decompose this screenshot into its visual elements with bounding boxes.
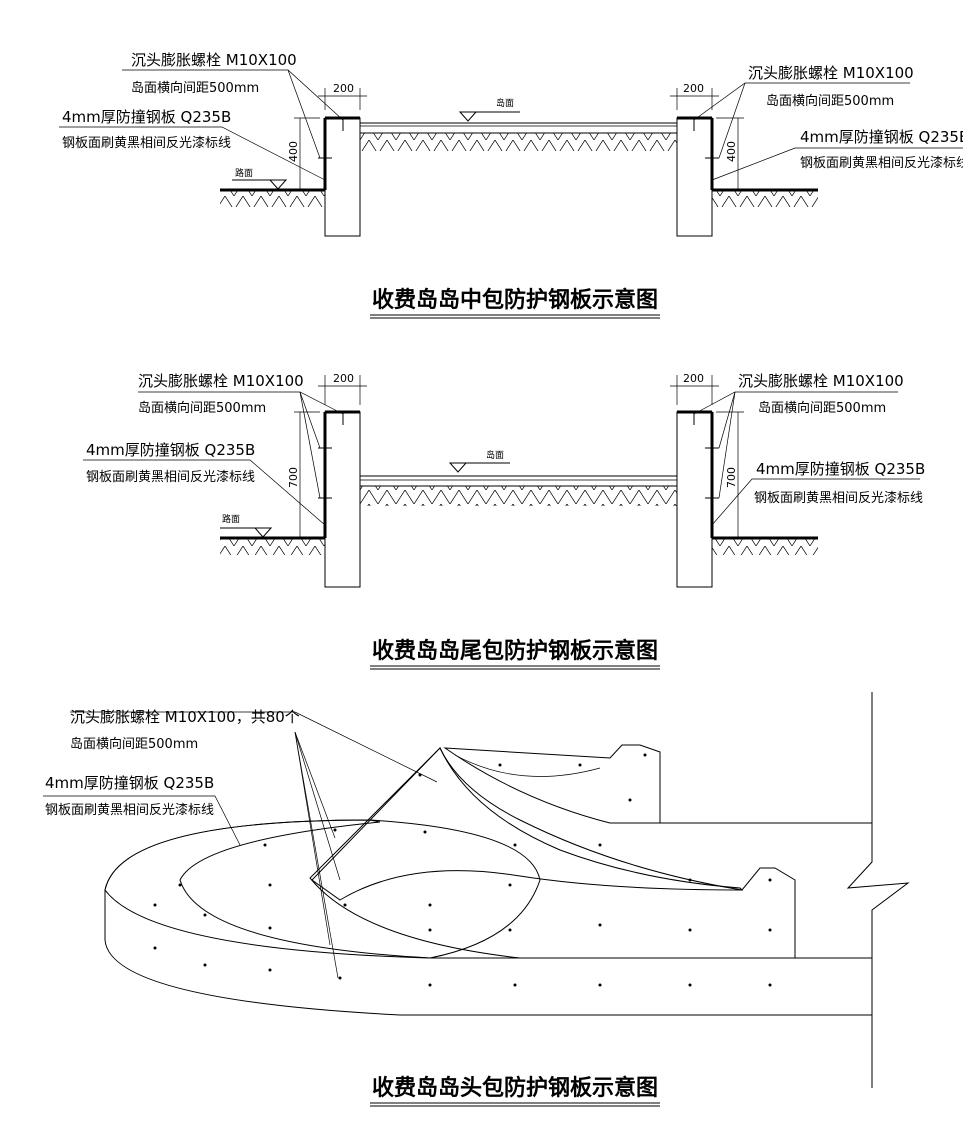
diagram-head: 沉头膨胀螺栓 M10X100，共80个 岛面横向间距500mm 4mm厚防撞钢板…	[43, 692, 910, 1107]
rear-wall	[443, 744, 661, 824]
island-head-base	[104, 819, 873, 1016]
plate-label-left: 4mm厚防撞钢板 Q235B	[62, 108, 231, 126]
dim-width-right: 200	[683, 82, 704, 95]
island-nose	[311, 747, 744, 901]
break-line	[846, 692, 910, 1088]
bolt-label-right: 沉头膨胀螺栓 M10X100	[748, 64, 914, 82]
right-curb	[676, 117, 713, 237]
bolt-spacing: 岛面横向间距500mm	[70, 736, 198, 752]
bolt-label-left: 沉头膨胀螺栓 M10X100	[138, 372, 304, 390]
left-curb	[324, 117, 361, 237]
road-label: 路面	[222, 513, 240, 525]
plate-paint-left: 钢板面刷黄黑相间反光漆标线	[86, 469, 255, 485]
island-base	[360, 486, 677, 506]
road-marker	[220, 527, 273, 538]
surface-marker	[448, 462, 510, 473]
bolt-label-left: 沉头膨胀螺栓 M10X100	[131, 51, 297, 69]
steel-plate-left	[323, 410, 360, 538]
bolt-dots	[153, 753, 772, 987]
diagram-middle: 岛面 路面 200 200 400 400 沉头膨胀螺栓 M10X100 岛面横…	[59, 51, 963, 319]
road-marker	[232, 179, 288, 190]
surface-marker	[458, 111, 520, 122]
steel-plate-right	[677, 410, 714, 538]
plate-label-left: 4mm厚防撞钢板 Q235B	[86, 441, 255, 459]
road-label: 路面	[235, 167, 253, 179]
surface-label: 岛面	[496, 97, 514, 109]
plate-label-right: 4mm厚防撞钢板 Q235B	[800, 128, 963, 146]
plate-label: 4mm厚防撞钢板 Q235B	[45, 774, 214, 792]
bolt-markers	[318, 117, 719, 159]
island-base	[360, 133, 677, 151]
plate-paint-right: 钢板面刷黄黑相间反光漆标线	[800, 155, 963, 171]
bolt-spacing-right: 岛面横向间距500mm	[766, 93, 894, 109]
bolt-label: 沉头膨胀螺栓 M10X100，共80个	[70, 708, 300, 726]
dim-width-left: 200	[333, 82, 354, 95]
dim-height-left: 700	[287, 467, 300, 488]
left-curb	[324, 411, 361, 588]
ramp-band	[309, 747, 796, 959]
bolt-markers	[318, 411, 719, 499]
title-middle: 收费岛岛中包防护钢板示意图	[372, 287, 658, 313]
plate-paint: 钢板面刷黄黑相间反光漆标线	[45, 802, 214, 818]
title-tail: 收费岛岛尾包防护钢板示意图	[372, 638, 658, 664]
bolt-spacing-left: 岛面横向间距500mm	[138, 400, 266, 416]
plate-paint-right: 钢板面刷黄黑相间反光漆标线	[754, 490, 923, 506]
right-curb	[676, 411, 713, 588]
bolt-spacing-left: 岛面横向间距500mm	[131, 80, 259, 96]
island-slab	[359, 475, 678, 487]
dim-width-right: 200	[683, 372, 704, 385]
diagram-tail: 岛面 路面 200 200 700 700 沉头膨胀螺栓 M10X100 岛面横…	[83, 372, 925, 670]
dim-height-right: 400	[725, 141, 738, 162]
island-slab	[359, 122, 678, 134]
plate-label-right: 4mm厚防撞钢板 Q235B	[756, 460, 925, 478]
dim-height-left: 400	[287, 141, 300, 162]
bolt-label-right: 沉头膨胀螺栓 M10X100	[738, 372, 904, 390]
title-head: 收费岛岛头包防护钢板示意图	[372, 1075, 658, 1101]
surface-label: 岛面	[486, 449, 504, 461]
bolt-spacing-right: 岛面横向间距500mm	[758, 400, 886, 416]
dim-height-right: 700	[725, 467, 738, 488]
plate-paint-left: 钢板面刷黄黑相间反光漆标线	[62, 135, 231, 151]
dim-width-left: 200	[333, 372, 354, 385]
island-head-top	[104, 819, 541, 959]
